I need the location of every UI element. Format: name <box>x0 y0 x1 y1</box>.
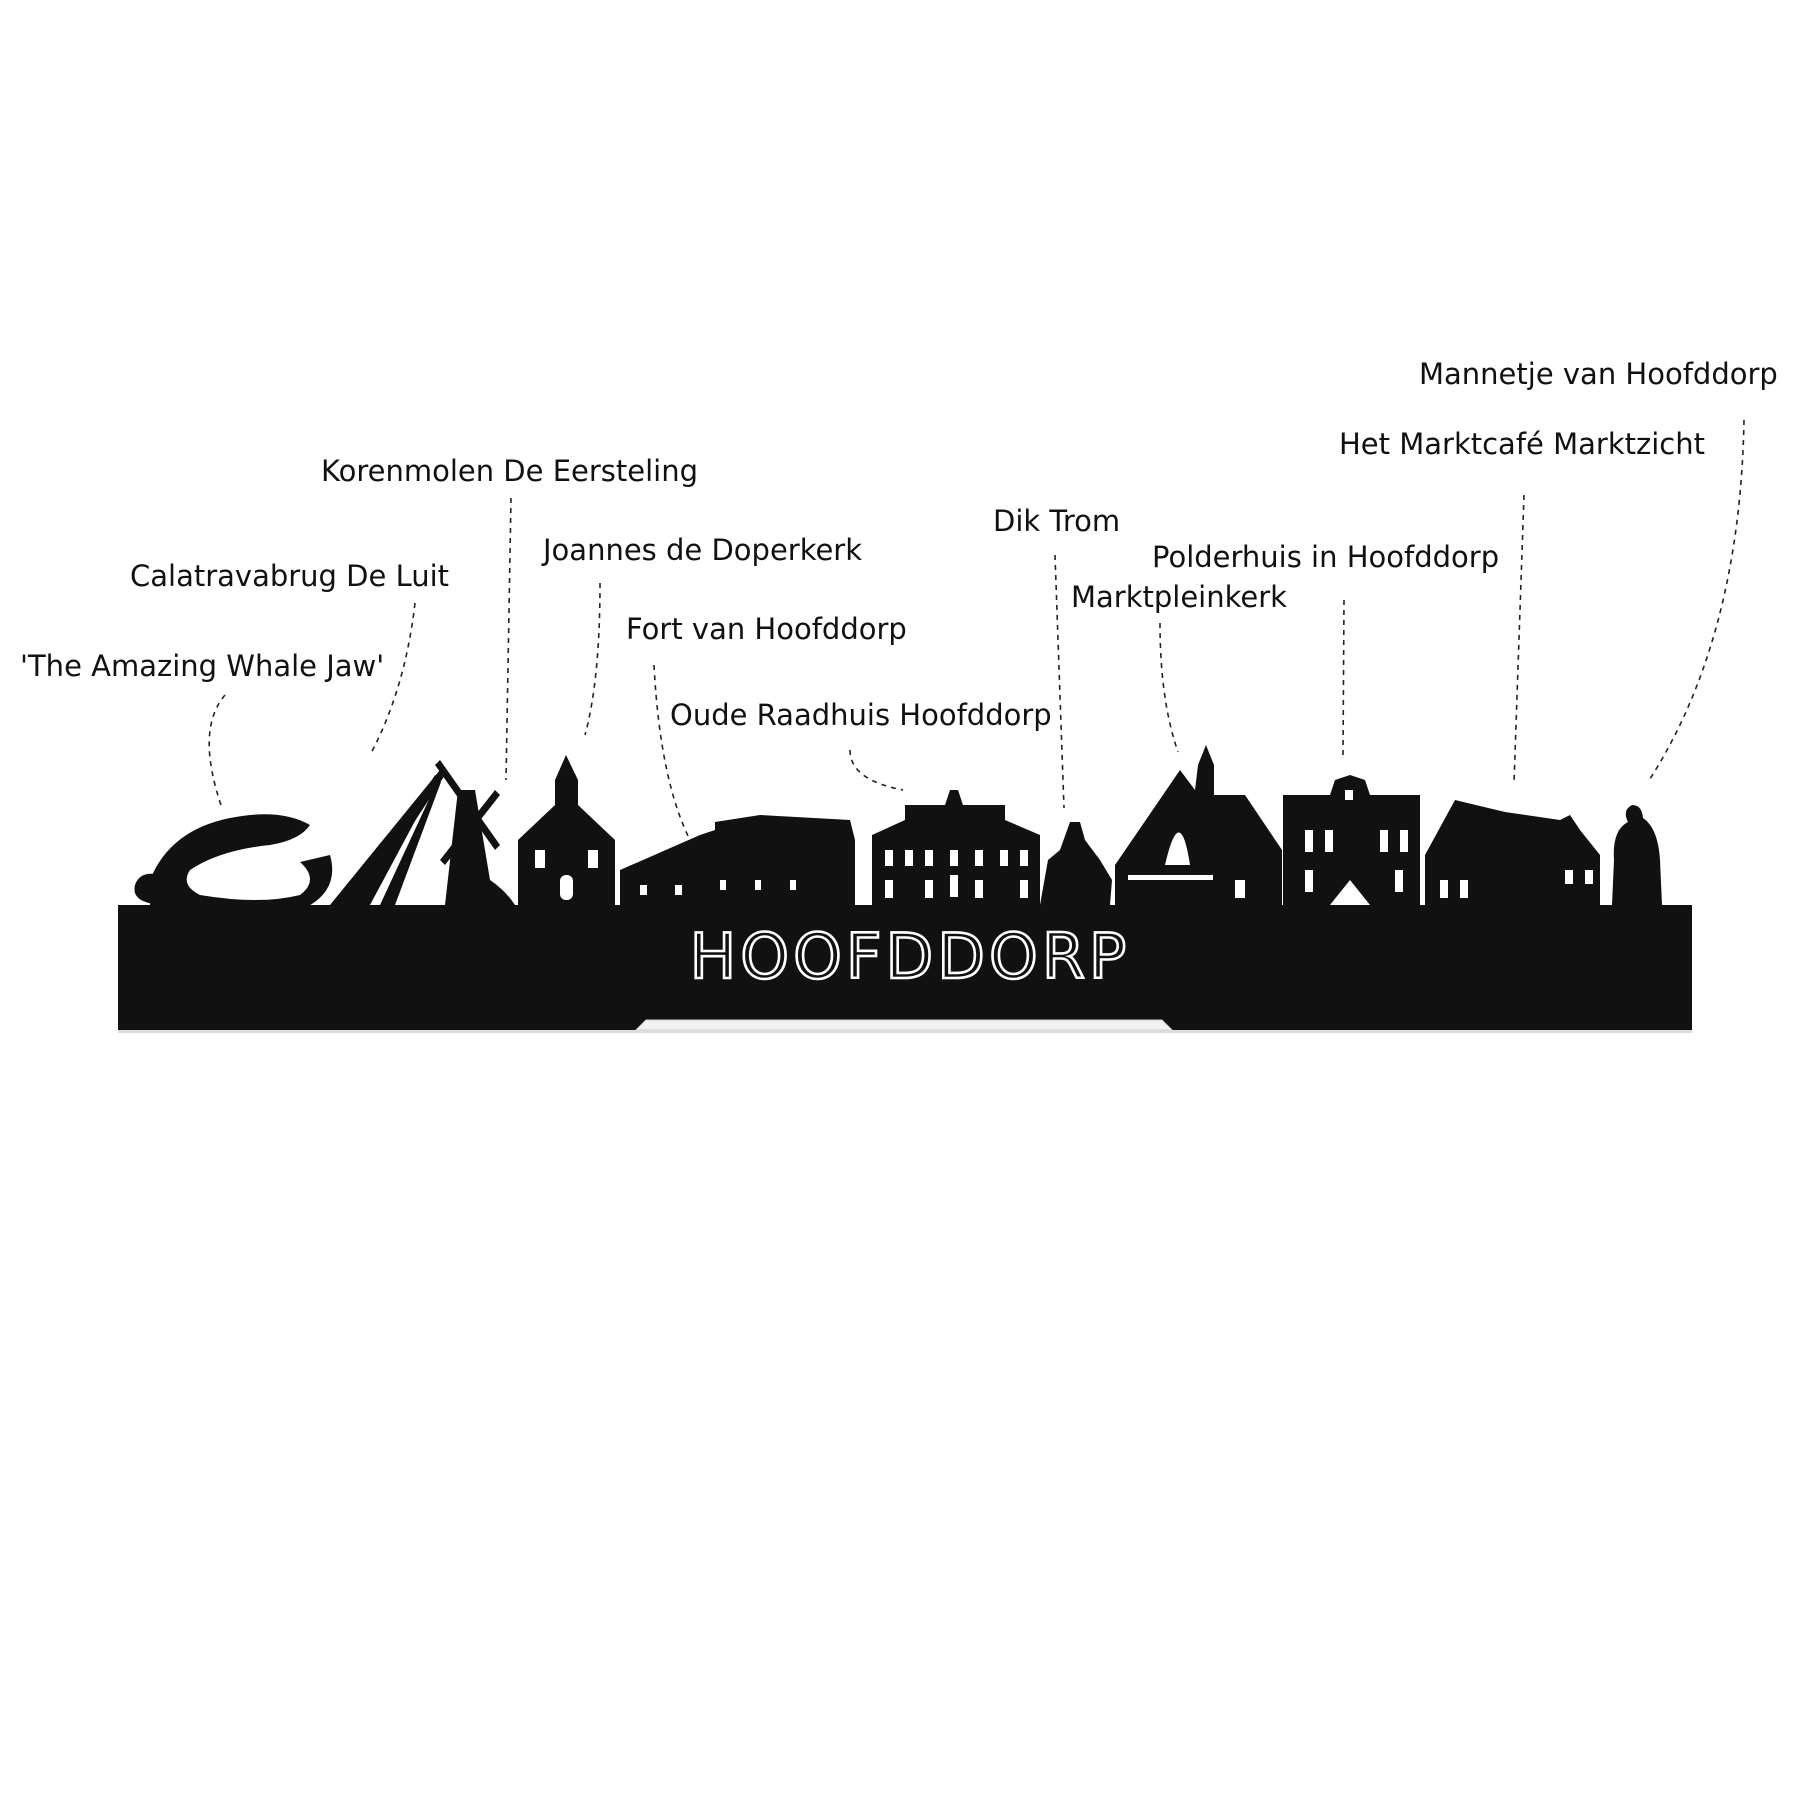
bridge-deck <box>250 909 380 920</box>
label-raadhuis: Oude Raadhuis Hoofddorp <box>670 698 1052 732</box>
skyline-silhouette <box>118 745 1692 1030</box>
raadhuis-shape <box>872 790 1040 905</box>
leader-mannetje <box>1647 419 1745 783</box>
leader-dik-trom <box>1054 554 1065 809</box>
fort-shape <box>620 815 855 905</box>
label-marktcafe: Het Marktcafé Marktzicht <box>1339 427 1705 461</box>
leader-marktcafe <box>1513 494 1525 784</box>
windmill-sail-1 <box>435 760 500 850</box>
label-mannetje: Mannetje van Hoofddorp <box>1419 357 1778 391</box>
dik-trom-shape <box>1040 822 1112 905</box>
leader-polderhuis <box>1342 599 1345 756</box>
bridge-pylon <box>330 770 445 905</box>
label-doperkerk: Joannes de Doperkerk <box>543 533 863 567</box>
leader-calatravabrug <box>369 602 416 756</box>
marktcafe-shape <box>1425 800 1600 905</box>
plate-city-name: HOOFDDORP <box>690 920 1131 993</box>
label-fort: Fort van Hoofddorp <box>626 612 907 646</box>
base-plate <box>118 905 1692 1030</box>
label-polderhuis: Polderhuis in Hoofddorp <box>1152 540 1500 574</box>
windmill-body <box>445 790 515 905</box>
leader-marktpleinkerk <box>1159 622 1179 753</box>
leader-lines <box>208 419 1745 841</box>
leader-raadhuis <box>849 749 904 791</box>
plate-stand <box>634 1019 1174 1031</box>
plate-shadow <box>118 1030 1692 1033</box>
leader-korenmolen <box>505 497 512 781</box>
leader-fort <box>653 664 691 841</box>
polderhuis-shape <box>1283 775 1420 905</box>
whale-jaw-shape <box>150 814 333 908</box>
window-cutouts <box>535 790 1593 905</box>
label-marktpleinkerk: Marktpleinkerk <box>1071 580 1287 614</box>
marktpleinkerk-shape <box>1115 745 1282 905</box>
whale-tail-shape <box>134 873 170 905</box>
label-whale-jaw: 'The Amazing Whale Jaw' <box>20 649 385 683</box>
mannetje-shape <box>1612 805 1662 905</box>
label-dik-trom: Dik Trom <box>993 504 1121 538</box>
windmill-sail-2 <box>440 790 500 865</box>
label-calatravabrug: Calatravabrug De Luit <box>130 559 450 593</box>
leader-whale-jaw <box>208 694 226 809</box>
leader-doperkerk <box>584 582 601 736</box>
label-korenmolen: Korenmolen De Eersteling <box>321 454 699 488</box>
